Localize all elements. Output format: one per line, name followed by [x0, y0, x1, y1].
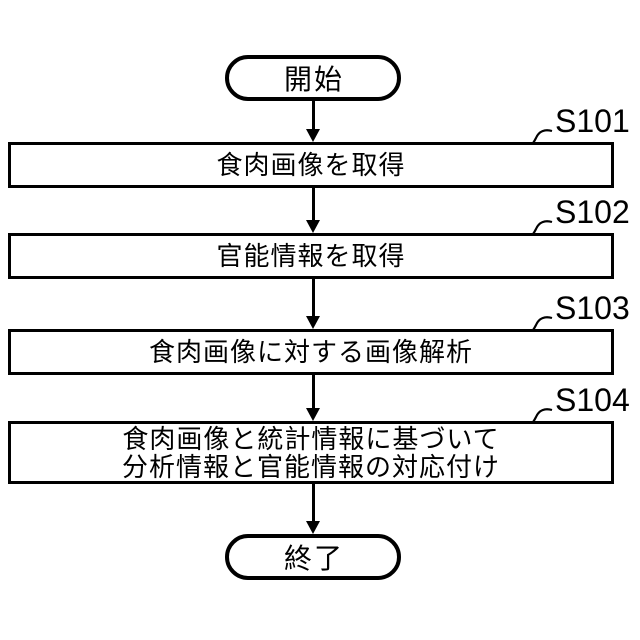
step-ref-label: S104	[555, 382, 630, 418]
arrow-head	[306, 129, 320, 142]
arrow-down-icon	[305, 483, 321, 534]
arrow-head	[306, 521, 320, 534]
start-terminal-label: 開始	[283, 64, 344, 95]
arrow-down-icon	[305, 187, 321, 233]
step-ref-s103: S103	[521, 290, 640, 334]
arrow-stem	[311, 374, 315, 410]
arrow-head	[306, 316, 320, 329]
leader-line-icon	[521, 129, 553, 147]
arrow-stem	[311, 100, 315, 131]
process-box-s102: 官能情報を取得	[8, 233, 614, 279]
step-ref-label: S101	[555, 103, 630, 139]
leader-line-icon	[521, 408, 553, 426]
step-ref-label: S102	[555, 194, 630, 230]
step-ref-s104: S104	[521, 382, 640, 426]
arrow-stem	[311, 278, 315, 318]
process-text: 食肉画像に対する画像解析	[148, 337, 473, 367]
process-text-line2: 分析情報と官能情報の対応付け	[121, 451, 500, 482]
arrow-stem	[311, 483, 315, 523]
start-terminal: 開始	[225, 55, 401, 101]
process-text: 食肉画像を取得	[216, 150, 406, 180]
arrow-down-icon	[305, 278, 321, 329]
end-terminal-label: 終了	[283, 543, 344, 574]
arrow-down-icon	[305, 374, 321, 421]
step-ref-label: S103	[555, 290, 630, 326]
step-ref-s102: S102	[521, 194, 640, 238]
step-ref-s101: S101	[521, 103, 640, 147]
arrow-head	[306, 408, 320, 421]
arrow-down-icon	[305, 100, 321, 142]
process-text: 官能情報を取得	[216, 241, 406, 271]
arrow-head	[306, 220, 320, 233]
leader-line-icon	[521, 220, 553, 238]
arrow-stem	[311, 187, 315, 222]
process-box-s101: 食肉画像を取得	[8, 142, 614, 188]
end-terminal: 終了	[225, 534, 401, 580]
process-box-s104: 食肉画像と統計情報に基づいて 分析情報と官能情報の対応付け	[8, 421, 614, 484]
leader-line-icon	[521, 316, 553, 334]
process-text-line1: 食肉画像と統計情報に基づいて	[122, 423, 500, 454]
process-box-s103: 食肉画像に対する画像解析	[8, 329, 614, 375]
